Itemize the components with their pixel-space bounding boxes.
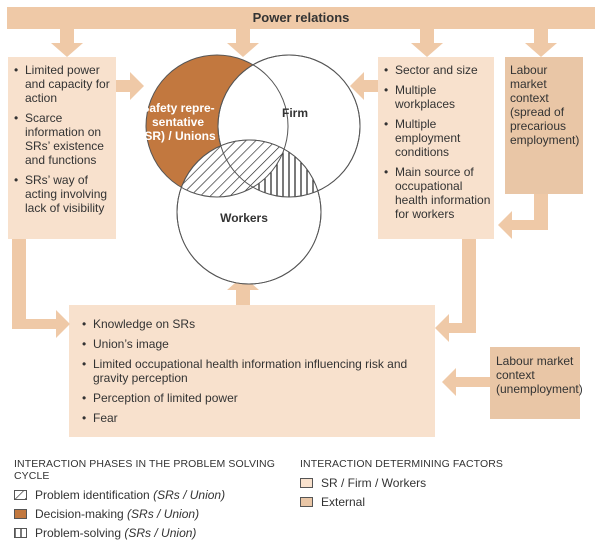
labour-top-line: (spread of xyxy=(510,105,565,119)
bottom-item: Fear xyxy=(82,411,428,425)
firm-label: Firm xyxy=(282,106,309,120)
legend-label: External xyxy=(321,495,366,509)
bottom-item: Limited occupational health information … xyxy=(82,357,428,385)
legend-label: Decision-making xyxy=(35,507,124,521)
arrow-down-left xyxy=(51,29,83,57)
sr-label-line: sentative xyxy=(151,115,205,129)
power-relations-title: Power relations xyxy=(252,10,350,25)
legend-phases: INTERACTION PHASES IN THE PROBLEM SOLVIN… xyxy=(14,458,304,541)
labour-bottom-line: context xyxy=(496,368,535,382)
legend-paren: (SRs / Union) xyxy=(127,507,200,521)
arrow-labour-top-to-right xyxy=(498,194,548,239)
arrow-labour-bottom-to-bottom xyxy=(442,368,490,396)
arrow-down-labour xyxy=(525,29,557,57)
labour-bottom-line: (unemployment) xyxy=(496,382,583,396)
diagonal-hatch-icon xyxy=(14,490,27,500)
power-relations-bar xyxy=(7,7,595,29)
labour-top-line: context xyxy=(510,91,549,105)
legend-label: Problem-solving xyxy=(35,526,122,540)
right-factor-list: Sector and size Multiple workplaces Mult… xyxy=(384,63,492,227)
bottom-item: Knowledge on SRs xyxy=(82,317,428,331)
labour-top-line: employment) xyxy=(510,133,580,147)
workers-label: Workers xyxy=(220,211,268,225)
labour-top-line: market xyxy=(510,77,547,91)
labour-top-text: Labour market context (spread of precari… xyxy=(510,63,582,147)
legend-problem-solving: Problem-solving (SRs / Union) xyxy=(14,525,304,541)
venn-diagram xyxy=(145,54,361,285)
left-item: SRs’ way of acting involving lack of vis… xyxy=(14,173,114,215)
legend-paren: (SRs / Union) xyxy=(153,488,226,502)
legend-phases-title: INTERACTION PHASES IN THE PROBLEM SOLVIN… xyxy=(14,458,276,482)
sr-union-label: Safety repre- sentative (SR) / Unions xyxy=(134,101,222,143)
left-item: Scarce information on SRs’ existence and… xyxy=(14,111,114,167)
legend-label: Problem identification xyxy=(35,488,150,502)
legend-decision-making: Decision-making (SRs / Union) xyxy=(14,506,304,522)
legend-internal-factors: SR / Firm / Workers xyxy=(300,475,590,491)
dark-swatch-icon xyxy=(300,497,313,507)
bottom-item: Union’s image xyxy=(82,337,428,351)
arrow-right-to-bottom xyxy=(435,239,476,342)
legend-label: SR / Firm / Workers xyxy=(321,476,427,490)
labour-top-box xyxy=(505,57,583,194)
right-item: Sector and size xyxy=(384,63,492,77)
labour-bottom-line: Labour market xyxy=(496,354,574,368)
legend-factors: INTERACTION DETERMINING FACTORS SR / Fir… xyxy=(300,458,590,510)
legend-external-factors: External xyxy=(300,494,590,510)
labour-bottom-text: Labour market context (unemployment) xyxy=(496,354,583,396)
right-item: Multiple employment conditions xyxy=(384,117,492,159)
left-item: Limited power and capacity for action xyxy=(14,63,114,105)
sr-label-line: Safety repre- xyxy=(141,101,215,115)
right-item: Main source of occupational health infor… xyxy=(384,165,492,221)
labour-top-line: Labour xyxy=(510,63,548,77)
arrow-down-center xyxy=(227,29,259,57)
arrow-down-right xyxy=(411,29,443,57)
left-factor-list: Limited power and capacity for action Sc… xyxy=(14,63,114,221)
legend-paren: (SRs / Union) xyxy=(124,526,197,540)
labour-top-line: precarious xyxy=(510,119,567,133)
legend-problem-identification: Problem identification (SRs / Union) xyxy=(14,487,304,503)
labour-bottom-box xyxy=(490,347,580,419)
light-swatch-icon xyxy=(300,478,313,488)
right-item: Multiple workplaces xyxy=(384,83,492,111)
arrow-left-to-bottom xyxy=(12,239,70,338)
sr-label-line: (SR) / Unions xyxy=(140,129,216,143)
problem-solving-zone xyxy=(218,140,321,197)
arrow-left-to-venn xyxy=(116,72,144,100)
arrow-right-to-venn xyxy=(350,72,378,100)
bottom-item: Perception of limited power xyxy=(82,391,428,405)
bottom-factor-list: Knowledge on SRs Union’s image Limited o… xyxy=(82,317,428,431)
legend-factors-title: INTERACTION DETERMINING FACTORS xyxy=(300,458,503,470)
solid-swatch-icon xyxy=(14,509,27,519)
power-arrows xyxy=(51,29,557,57)
